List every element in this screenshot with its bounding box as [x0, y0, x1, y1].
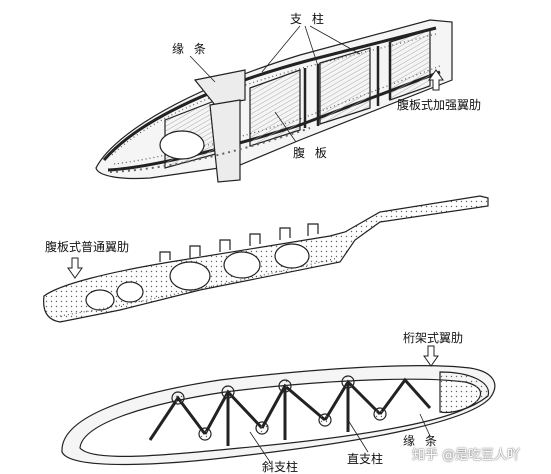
label-normal-web-rib: 腹板式普通翼肋	[45, 240, 130, 254]
truss-rib-arrow	[423, 345, 439, 367]
label-flange-top: 缘 条	[172, 42, 209, 56]
label-vertical-strut: 直支柱	[347, 452, 384, 466]
reinforced-rib-arrow	[428, 69, 444, 91]
normal-rib-figure	[43, 195, 489, 323]
watermark: 知乎 @是吃豆人吖	[412, 448, 521, 463]
label-flange-bottom: 缘 条	[403, 434, 440, 448]
label-truss-rib: 桁架式翼肋	[403, 331, 464, 345]
normal-rib-arrow	[67, 257, 83, 279]
label-diagonal-strut: 斜支柱	[262, 460, 299, 474]
label-reinforced-web-rib: 腹板式加强翼肋	[397, 98, 482, 112]
reinforced-rib-figure	[95, 19, 453, 183]
truss-rib-figure	[61, 365, 496, 466]
label-support-post: 支 柱	[290, 12, 327, 26]
label-web-plate: 腹 板	[293, 146, 330, 160]
